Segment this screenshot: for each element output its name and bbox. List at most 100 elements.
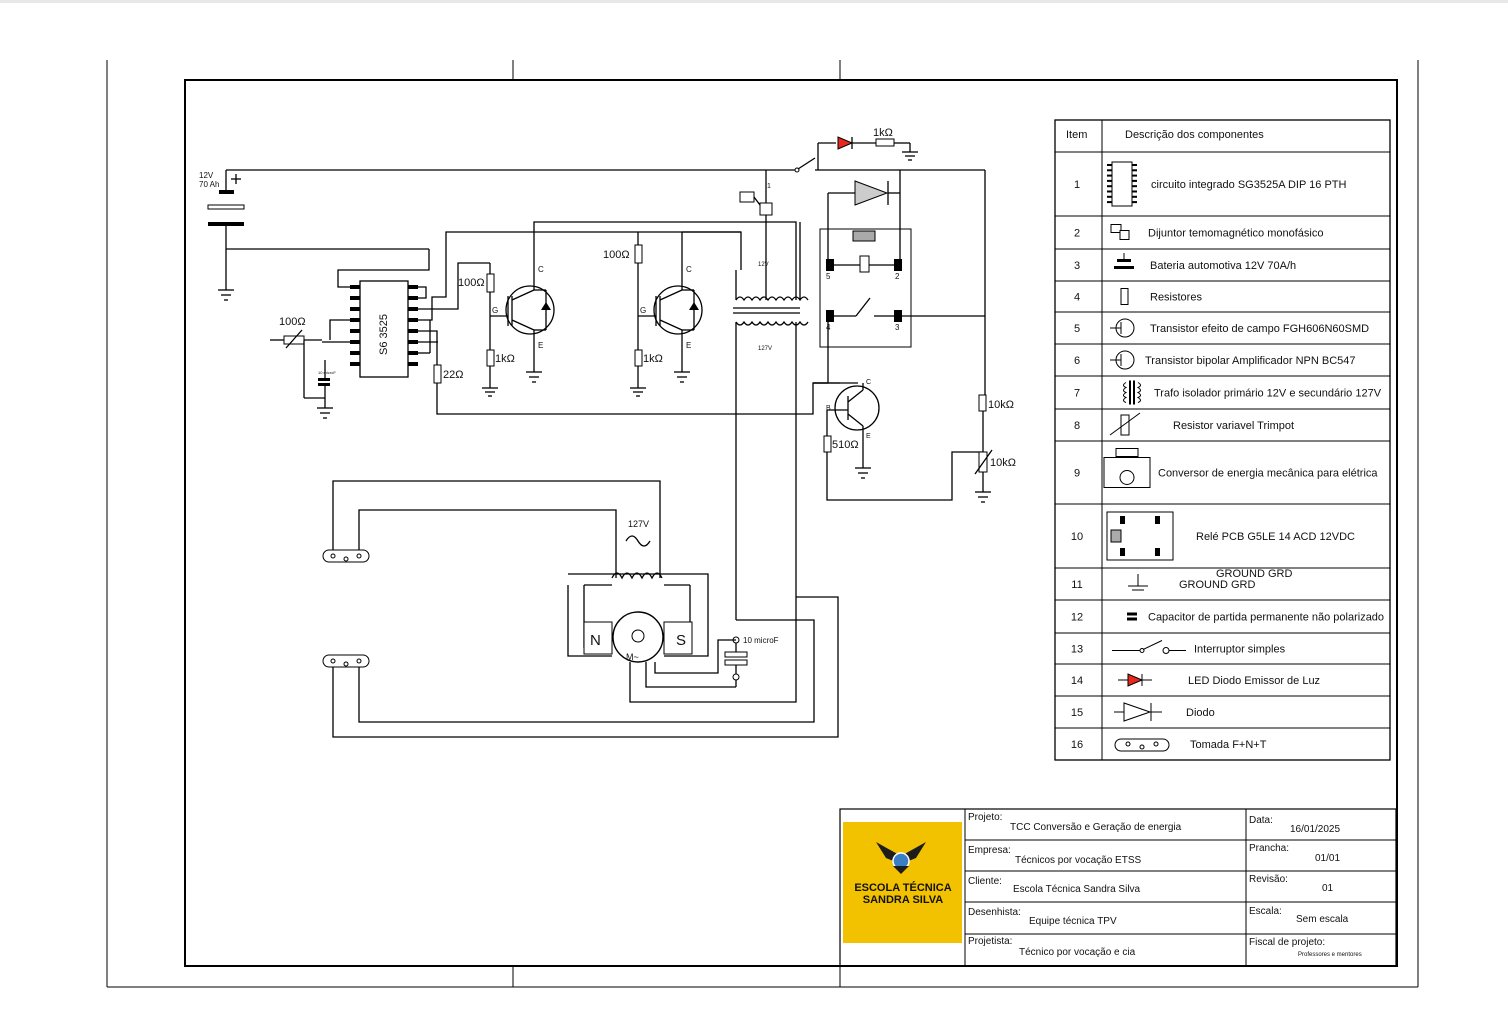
table-row-description: Interruptor simples <box>1194 644 1286 656</box>
npn-transistor-icon <box>1110 350 1135 370</box>
table-row-description: LED Diodo Emissor de Luz <box>1188 675 1320 687</box>
r510-label: 510Ω <box>832 439 859 451</box>
school-logo: ESCOLA TÉCNICA SANDRA SILVA <box>843 822 962 943</box>
projetista-label: Projetista: <box>968 936 1012 947</box>
igbt1-collector-label: C <box>538 265 544 274</box>
bjt-base-label: B <box>826 405 831 412</box>
sheet-frame <box>106 60 1419 988</box>
igbt2-collector-label: C <box>686 265 692 274</box>
table-row-description: Resistor variavel Trimpot <box>1173 420 1294 432</box>
igbt-2: 100Ω 1kΩ G C E <box>603 231 741 397</box>
feedback-divider: 10kΩ 10kΩ <box>974 170 1016 503</box>
table-row-item: 5 <box>1074 323 1080 335</box>
table-header-description: Descrição dos componentes <box>1125 129 1264 141</box>
led-icon <box>1118 673 1152 687</box>
relay-pin-2: 2 <box>895 272 900 281</box>
logo-line-1: ESCOLA TÉCNICA <box>854 881 951 894</box>
breaker-symbol: 1 <box>739 170 773 300</box>
table-row-description: Capacitor de partida permanente não pola… <box>1148 612 1384 624</box>
logo-line-2: SANDRA SILVA <box>863 894 944 906</box>
table-row-item: 13 <box>1071 644 1083 656</box>
igbt1-emitter-label: E <box>538 341 543 350</box>
table-row-item: 1 <box>1074 179 1080 191</box>
table-row-item: 10 <box>1071 531 1083 543</box>
relay-pin-5: 5 <box>826 272 831 281</box>
igbt2-emitter-label: E <box>686 341 691 350</box>
table-row-item: 12 <box>1071 612 1083 624</box>
table-row-item: 6 <box>1074 355 1080 367</box>
led-resistor-label: 1kΩ <box>873 127 893 139</box>
table-row-item: 14 <box>1071 675 1083 687</box>
escala-label: Escala: <box>1249 906 1282 917</box>
trim10k-label: 10kΩ <box>990 457 1016 469</box>
battery-capacity-label: 70 Ah <box>199 180 219 189</box>
outlet-icon <box>1114 738 1170 752</box>
table-row-description: Relé PCB G5LE 14 ACD 12VDC <box>1196 531 1355 543</box>
trimpot-label: 100Ω <box>279 316 306 328</box>
data-label: Data: <box>1249 815 1273 826</box>
breaker-pin-label: 1 <box>767 183 771 190</box>
gate1-resistor-label: 100Ω <box>458 277 485 289</box>
pd1-resistor-label: 1kΩ <box>495 353 515 365</box>
transformer-primary-label: 12V <box>758 262 769 268</box>
table-row-item: 2 <box>1074 228 1080 240</box>
motor-cap-label: 10 microF <box>743 636 779 645</box>
table-row-item: 8 <box>1074 420 1080 432</box>
relay-symbol: 5 2 4 3 <box>819 228 985 348</box>
table-row-overlay: GROUND GRD <box>1216 568 1292 580</box>
desenhista-label: Desenhista: <box>968 907 1021 918</box>
table-header-item: Item <box>1066 129 1087 141</box>
table-row-item: 11 <box>1071 579 1082 591</box>
ac-source-label: 127V <box>628 519 649 529</box>
outlet-1 <box>322 480 661 563</box>
table-row-description: GROUND GRD <box>1179 579 1255 591</box>
ac-source: 127V <box>615 519 661 572</box>
diode-symbol <box>827 170 901 265</box>
table-row-description: Trafo isolador primário 12V e secundário… <box>1154 388 1382 400</box>
empresa-label: Empresa: <box>968 845 1011 856</box>
fiscal-value: Professores e mentores <box>1298 952 1362 958</box>
motor-north-label: N <box>590 632 601 649</box>
resistor-icon <box>1120 288 1129 305</box>
fiscal-label: Fiscal de projeto: <box>1249 937 1325 948</box>
table-row-description: Transistor efeito de campo FGH606N60SMD <box>1150 323 1369 335</box>
igbt1-gate-label: G <box>492 306 498 315</box>
igbt-1: 100Ω 1kΩ G C E <box>458 221 797 397</box>
trimpot-100: 100Ω 10 microF <box>270 316 336 419</box>
switch-icon <box>1112 640 1186 654</box>
resistor-22: 22Ω <box>433 364 840 415</box>
revisao-label: Revisão: <box>1249 874 1288 885</box>
diode-icon <box>1114 702 1162 722</box>
battery-voltage-label: 12V <box>199 171 214 180</box>
transformer-secondary-label: 127V <box>758 346 772 352</box>
gate2-resistor-label: 100Ω <box>603 249 630 261</box>
table-row-description: Tomada F+N+T <box>1190 739 1267 751</box>
bc547-transistor: C E B 510Ω <box>813 342 983 501</box>
title-block: ESCOLA TÉCNICA SANDRA SILVA Projeto: TCC… <box>839 808 1397 967</box>
ic-label: S6 3525 <box>378 314 390 355</box>
relay-pin-3: 3 <box>895 323 900 332</box>
bjt-collector-label: C <box>866 379 871 386</box>
top-edge <box>0 0 1508 3</box>
escala-value: Sem escala <box>1296 914 1349 925</box>
r22-label: 22Ω <box>443 369 463 381</box>
motor-south-label: S <box>676 632 686 649</box>
projetista-value: Técnico por vocação e cia <box>1019 947 1136 958</box>
table-row-description: Diodo <box>1186 707 1215 719</box>
transformer-icon <box>1123 380 1141 405</box>
cliente-value: Escola Técnica Sandra Silva <box>1013 884 1141 895</box>
schematic: 12V 70 Ah <box>199 127 1016 738</box>
desenhista-value: Equipe técnica TPV <box>1029 916 1117 927</box>
table-row-item: 9 <box>1074 468 1080 480</box>
igbt-icon <box>1110 318 1135 338</box>
trimpot-icon <box>1109 412 1141 436</box>
table-row-description: Resistores <box>1150 292 1202 304</box>
projeto-label: Projeto: <box>968 812 1002 823</box>
table-row-description: Bateria automotiva 12V 70A/h <box>1150 260 1296 272</box>
ground-icon <box>1128 574 1148 591</box>
table-row-description: Conversor de energia mecânica para elétr… <box>1158 468 1378 480</box>
ic-sg3525: S6 3525 <box>322 231 742 378</box>
data-value: 16/01/2025 <box>1290 824 1340 835</box>
